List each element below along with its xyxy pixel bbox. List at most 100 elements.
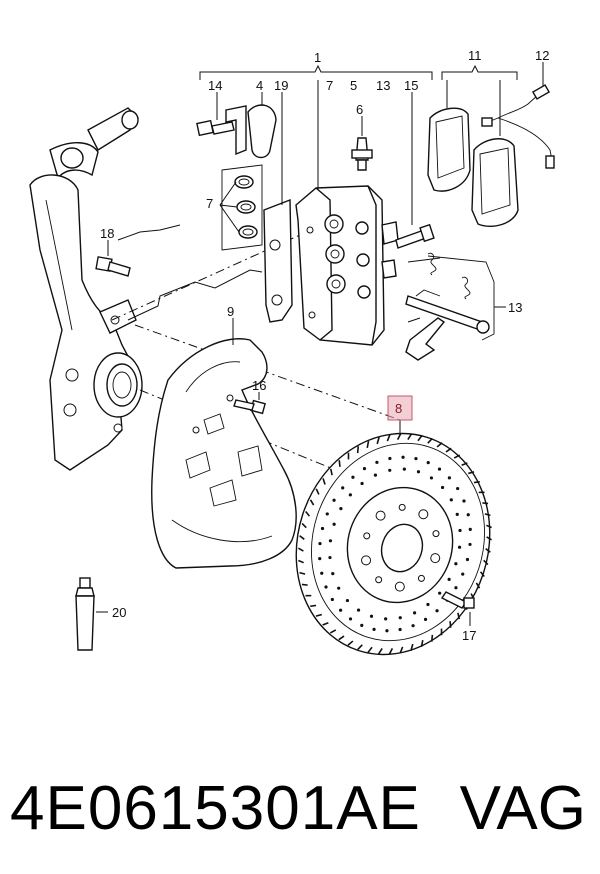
brand-label: VAG [459,774,586,843]
disc-vent [329,468,333,476]
hub-bolt-hole [432,530,440,538]
steering-knuckle [29,107,143,471]
bracket-group-11 [441,64,518,80]
disc-drill-hole [416,470,421,474]
disc-drill-hole [330,597,334,602]
wear-sensor-12 [481,62,555,169]
disc-drill-hole [398,627,402,632]
disc-drill-hole [423,617,428,621]
disc-drill-hole [328,539,333,543]
disc-drill-hole [318,541,322,546]
disc-vent [486,536,492,541]
disc-vent [367,646,373,654]
hub-bolt-hole [430,553,441,564]
disc-drill-hole [412,611,417,615]
disc-vent [407,433,413,440]
bolt-17 [440,591,475,626]
disc-drill-hole [348,617,353,621]
disc-vent [366,441,370,448]
disc-drill-hole [320,526,325,531]
callout-18: 18 [100,226,114,241]
disc-vent [461,462,468,466]
hub-bolt-hole [361,555,372,566]
disc-vent [386,434,391,442]
bolt-16 [233,392,266,415]
disc-vent [298,559,304,564]
hub-bolt-hole [375,510,386,521]
disc-drill-hole [373,473,378,477]
disc-drill-hole [398,616,402,620]
brake-caliper [295,80,399,346]
disc-drill-hole [465,557,470,562]
callout-12: 12 [535,48,549,63]
disc-vent [301,583,308,586]
hub-bolt-hole [394,581,405,592]
disc-vent [322,478,326,485]
disc-drill-hole [348,493,352,497]
bolt-14 [196,92,235,137]
hub-bolt-hole [398,503,406,511]
disc-vent [482,502,489,505]
disc-drill-hole [369,614,374,618]
disc-vent [410,643,414,651]
disc-vent [377,648,383,655]
callout-7-top: 7 [326,78,333,93]
exploded-brake-diagram: 1 4 5 6 7 7 8 9 11 12 13 13 14 15 16 17 … [29,48,555,656]
disc-drill-hole [356,608,361,612]
callout-11: 11 [468,48,482,63]
disc-vent [356,446,360,454]
disc-drill-hole [447,577,451,581]
disc-vent [399,646,404,654]
disc-vent [420,640,424,647]
disc-vent [305,510,311,517]
grease-tube-20 [75,577,108,651]
disc-vent [329,629,337,634]
disc-drill-hole [457,545,462,549]
disc-vent [483,559,489,566]
callout-1: 1 [314,50,321,65]
disc-drill-hole [372,627,376,631]
hub-bolt-hole [375,576,383,584]
disc-drill-hole [435,609,439,613]
disc-vent [388,647,394,655]
disc-drill-hole [461,572,465,576]
callout-8-highlight [387,395,413,421]
callout-19: 19 [274,78,288,93]
disc-drill-hole [339,507,343,511]
brake-disc-8 [295,420,492,656]
hub-bolt-hole [363,532,371,540]
disc-drill-hole [468,542,472,547]
disc-vent [322,622,329,626]
callout-6: 6 [356,102,363,117]
hub-bolt-hole [417,574,425,582]
disc-drill-hole [345,598,350,603]
disc-drill-hole [331,572,335,576]
callout-9: 9 [227,304,234,319]
callout-15: 15 [404,78,418,93]
disc-drill-hole [414,457,418,461]
disc-vent [473,480,480,484]
callout-14: 14 [208,78,222,93]
disc-vent [427,437,433,444]
disc-vent [299,571,306,575]
disc-drill-hole [447,476,451,480]
spring-clip-4 [225,92,277,159]
disc-drill-hole [454,562,458,566]
disc-vent [310,604,317,608]
hub-bolt-hole [418,509,429,520]
callout-13-top: 13 [376,78,390,93]
disc-drill-hole [339,608,343,612]
pad-retainer-pin [405,289,490,361]
disc-drill-hole [332,498,336,502]
disc-drill-hole [362,467,367,471]
disc-drill-hole [388,456,392,461]
disc-vent [430,634,434,642]
disc-drill-hole [466,513,470,517]
disc-vent [299,535,305,540]
disc-drill-hole [438,591,442,595]
disc-vent [484,513,491,517]
callout-20: 20 [112,605,126,620]
disc-drill-hole [440,485,445,490]
disc-drill-hole [385,629,389,633]
disc-vent [301,522,307,529]
